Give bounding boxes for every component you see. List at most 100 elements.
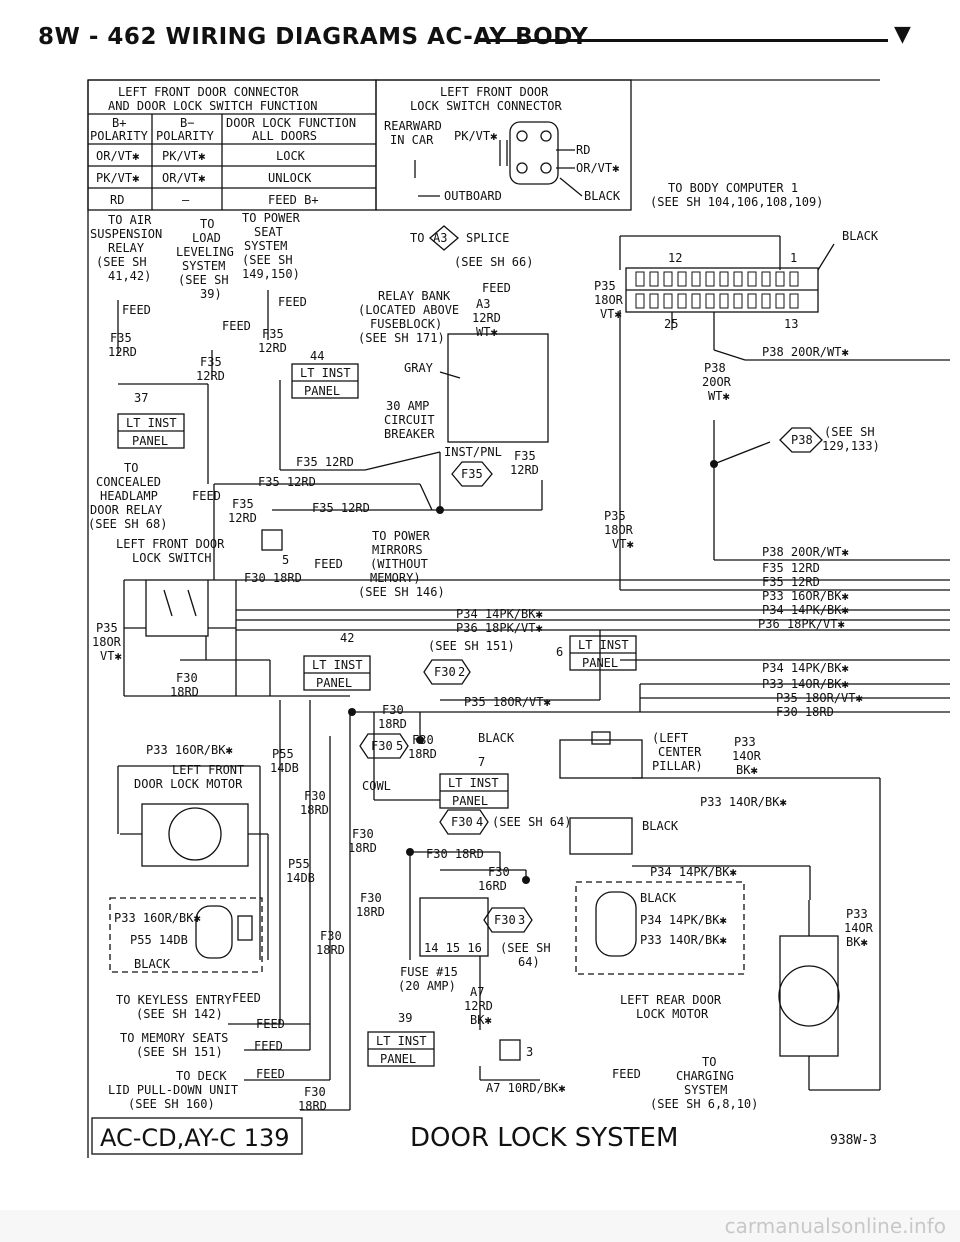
a7-2: 12RD: [464, 999, 493, 1013]
splice-label: SPLICE: [466, 231, 509, 245]
charging-4: (SEE SH 6,8,10): [650, 1097, 758, 1111]
p35-label: P35: [594, 279, 616, 293]
deck-1: TO DECK: [176, 1069, 227, 1083]
outboard-label: OUTBOARD: [444, 189, 502, 203]
lf-switch-2: LOCK SWITCH: [132, 551, 211, 565]
lt-inst-6: LT INST: [376, 1034, 427, 1048]
p55-2: P55: [288, 857, 310, 871]
f35-1: F35: [110, 331, 132, 345]
to-air-1: TO AIR: [108, 213, 152, 227]
f30-5: F30: [352, 827, 374, 841]
black-3: BLACK: [478, 731, 515, 745]
mirrors-4: MEMORY): [370, 571, 421, 585]
vt-2: VT✱: [612, 537, 634, 551]
12rd-5: 12RD: [228, 511, 257, 525]
breaker-1: 30 AMP: [386, 399, 429, 413]
breaker-3: BREAKER: [384, 427, 435, 441]
wiring-diagram: LEFT FRONT DOOR CONNECTOR AND DOOR LOCK …: [87, 79, 950, 1158]
to-seat-4: (SEE SH: [242, 253, 293, 267]
charging-1: TO: [702, 1055, 716, 1069]
p33-block-1: P33: [734, 735, 756, 749]
splice-dots: [348, 460, 718, 884]
12rd-2: 12RD: [258, 341, 287, 355]
feed-11: FEED: [612, 1067, 641, 1081]
to-air-5: 41,42): [108, 269, 151, 283]
f30-2: F30: [382, 703, 404, 717]
gray-label: GRAY: [404, 361, 434, 375]
16rd-1: 16RD: [478, 879, 507, 893]
mirrors-2: MIRRORS: [372, 543, 423, 557]
p38-wire-2: P38 20OR/WT✱: [762, 545, 849, 559]
to-seat-1: TO POWER: [242, 211, 301, 225]
p38-diamond: P38: [791, 433, 813, 447]
18rd-2: 18RD: [378, 717, 407, 731]
concealed-2: CONCEALED: [96, 475, 161, 489]
18rd-7: 18RD: [316, 943, 345, 957]
12rd-1: 12RD: [108, 345, 137, 359]
panel-3: PANEL: [316, 676, 352, 690]
f30-diamond-3: F30: [451, 815, 473, 829]
feed-10: FEED: [256, 1067, 285, 1081]
see-sh-64: (SEE SH 64): [492, 815, 571, 829]
deck-3: (SEE SH 160): [128, 1097, 215, 1111]
18or-2: 18OR: [604, 523, 634, 537]
feed-1: FEED: [122, 303, 151, 317]
footer-code-box: [91, 1117, 303, 1155]
switch-title-2: LOCK SWITCH CONNECTOR: [410, 99, 562, 113]
f35-12rd-2: F35 12RD: [258, 475, 316, 489]
down-triangle-icon: ▼: [894, 22, 911, 47]
f35-5: F35: [232, 497, 254, 511]
mirrors-3: (WITHOUT: [370, 557, 428, 571]
see-sh-129-b: 129,133): [822, 439, 880, 453]
to-load-3: LEVELING: [176, 245, 234, 259]
pin-2: 2: [458, 665, 465, 679]
feed-4: FEED: [482, 281, 511, 295]
a3-diamond: A3: [433, 231, 447, 245]
f35-12rd-3: F35 12RD: [312, 501, 370, 515]
p33-block-3: BK✱: [736, 763, 758, 777]
see-sh-64b-1: (SEE SH: [500, 941, 551, 955]
to-body-computer: TO BODY COMPUTER 1: [668, 181, 798, 195]
p55-1: P55: [272, 747, 294, 761]
table-cell: FEED B+: [268, 193, 319, 207]
deck-2: LID PULL-DOWN UNIT: [108, 1083, 238, 1097]
concealed-5: (SEE SH 68): [88, 517, 167, 531]
black-5: BLACK: [134, 957, 171, 971]
relay-bank-1: RELAY BANK: [378, 289, 451, 303]
f35-4: F35: [514, 449, 536, 463]
pillar-2: CENTER: [658, 745, 702, 759]
p34-14pkbk-4: P34 14PK/BK✱: [650, 865, 737, 879]
pin-25: 25: [664, 317, 678, 331]
p36-18pkvt-1: P36 18PK/VT✱: [758, 617, 845, 631]
orvt-label: OR/VT✱: [576, 161, 619, 175]
table-cell: UNLOCK: [268, 171, 312, 185]
18rd-5: 18RD: [348, 841, 377, 855]
wt-label: WT✱: [708, 389, 730, 403]
table-cell: OR/VT✱: [162, 171, 205, 185]
p33-right-3: BK✱: [846, 935, 868, 949]
switch-connector-frame: [375, 79, 632, 211]
f30-3: F30: [304, 789, 326, 803]
p33-16orbk-2: P33 16OR/BK✱: [146, 743, 233, 757]
pin-13: 13: [784, 317, 798, 331]
to-air-2: SUSPENSION: [90, 227, 162, 241]
14db-2: 14DB: [286, 871, 315, 885]
a3-wire-1: A3: [476, 297, 490, 311]
table-cell: OR/VT✱: [96, 149, 139, 163]
to-a3: TO: [410, 231, 424, 245]
col2-head-1: B−: [180, 116, 194, 130]
to-seat-2: SEAT: [254, 225, 283, 239]
12rd-4: 12RD: [510, 463, 539, 477]
charging-3: SYSTEM: [684, 1083, 727, 1097]
pin-5: 5: [282, 553, 289, 567]
f30-6: F30: [488, 865, 510, 879]
18rd-1: 18RD: [170, 685, 199, 699]
to-air-4: (SEE SH: [96, 255, 147, 269]
vt-3: VT✱: [100, 649, 122, 663]
18rd-4: 18RD: [408, 747, 437, 761]
to-load-4: SYSTEM: [182, 259, 225, 273]
to-air-3: RELAY: [108, 241, 145, 255]
to-seat-3: SYSTEM: [244, 239, 287, 253]
18rd-3: 18RD: [300, 803, 329, 817]
pin-7: 7: [478, 755, 485, 769]
